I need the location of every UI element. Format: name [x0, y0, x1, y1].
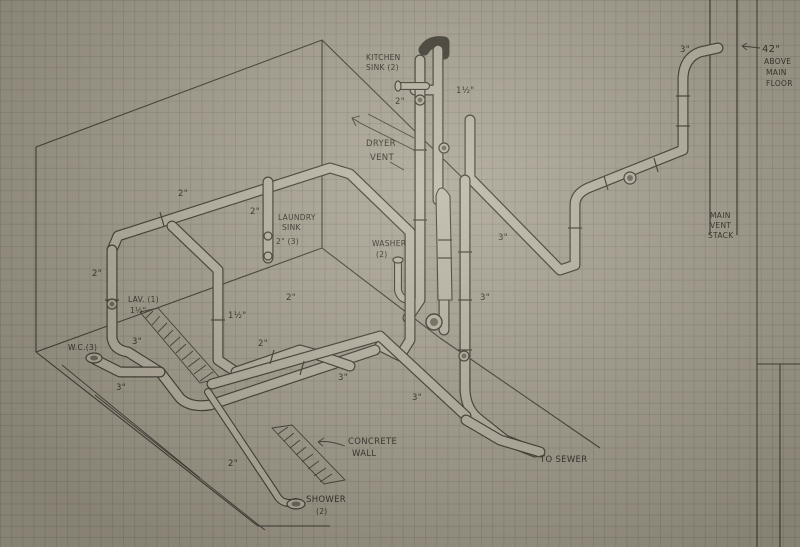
to-sewer-label: TO SEWER [539, 455, 587, 465]
kitchen-sink-label: KITCHEN SINK (2) [366, 53, 401, 72]
main-vent-stack-line1: MAIN [710, 211, 731, 220]
above-floor-line2: ABOVE [764, 57, 791, 66]
concrete-wall-line2: WALL [352, 449, 376, 459]
laundry-sink-line3: 2" (3) [276, 237, 299, 246]
wc-label: W.C.(3) [68, 343, 97, 352]
main-vent-stack-line3: STACK [708, 231, 734, 240]
main-vent-stack-line2: VENT [710, 221, 731, 230]
laundry-sink-label: LAUNDRY SINK 2" (3) [276, 213, 316, 246]
main-3in-label: 3" [338, 373, 348, 383]
laundry-2in-label: 2" [250, 207, 260, 217]
room-walls [35, 39, 601, 531]
dryer-vent-label: DRYER VENT [366, 139, 396, 163]
center-vertical-label: 1½" [228, 311, 246, 321]
leader-arrows [317, 42, 761, 447]
dryer-vent-line2: VENT [370, 153, 394, 163]
dryer-vent-duct [351, 113, 453, 301]
wc-3in-b-label: 3" [116, 383, 126, 393]
washer-line1: WASHER [372, 239, 406, 248]
shower-line1: SHOWER [306, 495, 346, 505]
above-floor-line1: 42" [762, 44, 780, 55]
title-block-border [756, 0, 800, 547]
lav-label: LAV. (1) 1½" [128, 295, 159, 315]
center-2in-label: 2" [286, 293, 296, 303]
shower-label: SHOWER (2) [306, 495, 346, 516]
above-floor-line4: FLOOR [766, 79, 793, 88]
lav-line1: LAV. (1) [128, 295, 159, 304]
laundry-sink-line1: LAUNDRY [278, 213, 316, 222]
laundry-sink-line2: SINK [282, 223, 301, 232]
top-left-2in-label: 2" [178, 189, 188, 199]
pipe-network [90, 0, 738, 507]
concrete-wall-line1: CONCRETE [348, 437, 397, 447]
kitchen-vert-size-label: 1½" [456, 86, 474, 96]
fittings [85, 80, 637, 510]
concrete-hatch-center [271, 424, 346, 485]
shower-2in-label: 2" [228, 459, 238, 469]
wc-3in-a-label: 3" [132, 337, 142, 347]
above-floor-label: 42" ABOVE MAIN FLOOR [762, 44, 793, 88]
left-vertical-2in-label: 2" [92, 269, 102, 279]
kitchen-sink-line2: SINK (2) [366, 63, 399, 72]
above-floor-line3: MAIN [766, 68, 787, 77]
vent-3in-label: 3" [498, 233, 508, 243]
washer-label: WASHER (2) [372, 239, 406, 259]
kitchen-size-label: 2" [395, 97, 405, 107]
washer-line2: (2) [376, 250, 388, 259]
pipe-joints [105, 95, 690, 376]
lav-line2: 1½" [130, 306, 146, 315]
lower-2in-label: 2" [258, 339, 268, 349]
dryer-vent-line1: DRYER [366, 139, 396, 149]
main-vent-stack-label: MAIN VENT STACK [708, 211, 734, 240]
kitchen-sink-line1: KITCHEN [366, 53, 401, 62]
concrete-wall-label: CONCRETE WALL [348, 437, 397, 459]
washer-3in-label: 3" [480, 293, 490, 303]
shower-line2: (2) [316, 507, 328, 516]
stack-3in-label: 3" [680, 45, 690, 55]
front-3in-label: 3" [412, 393, 422, 403]
